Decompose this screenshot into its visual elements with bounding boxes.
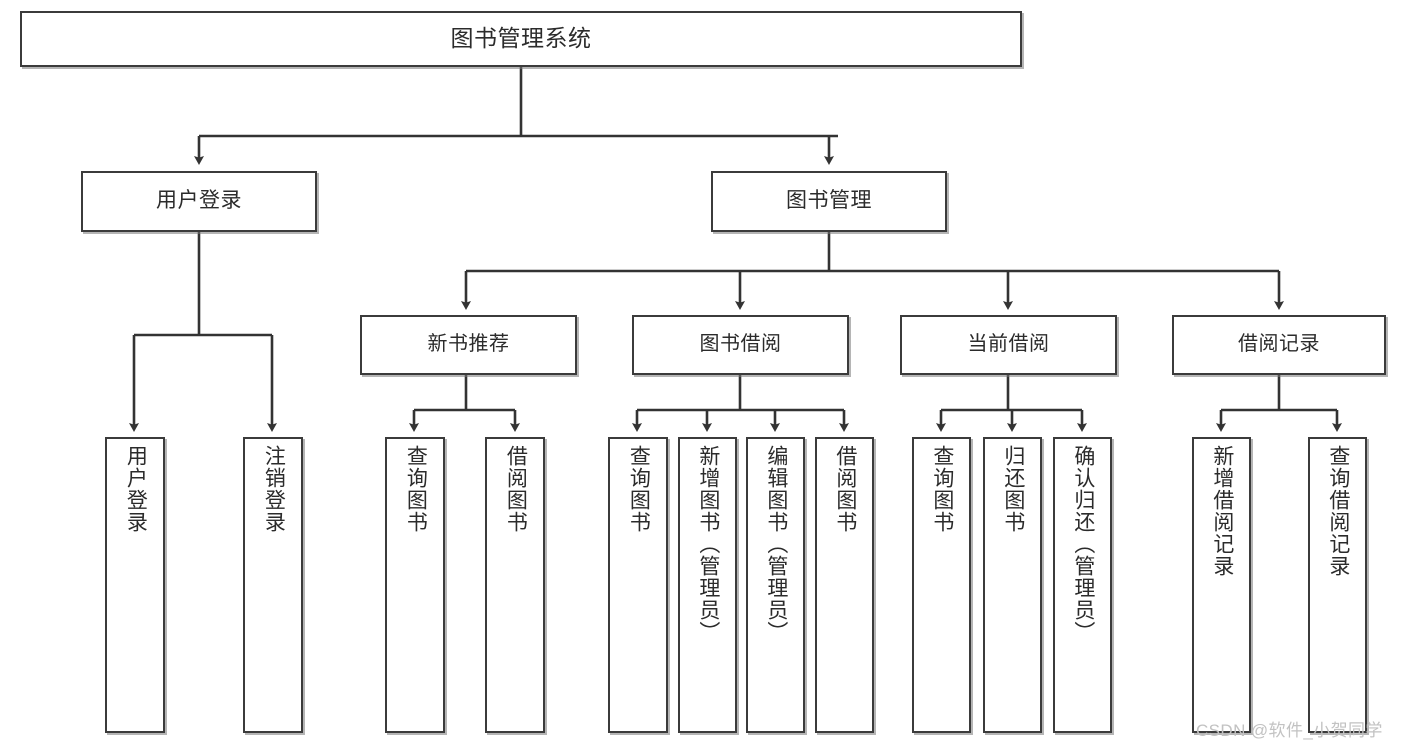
node-book-manage-label: 图书管理 [786,189,872,213]
leaf-confirm-return-label: 确认归还（管理员） [1071,445,1095,643]
leaf-borrow-book-2[interactable]: 借阅图书 [815,437,874,733]
leaf-edit-book-label: 编辑图书（管理员） [764,445,788,643]
leaf-edit-book[interactable]: 编辑图书（管理员） [746,437,805,733]
node-root-label: 图书管理系统 [450,25,592,52]
node-new-book-rec-label: 新书推荐 [427,333,510,356]
leaf-return-book[interactable]: 归还图书 [983,437,1042,733]
node-user-login[interactable]: 用户登录 [81,171,317,232]
node-borrow-record-label: 借阅记录 [1238,333,1320,356]
node-borrow-record[interactable]: 借阅记录 [1172,315,1386,375]
leaf-query-book-2[interactable]: 查询图书 [608,437,668,733]
leaf-borrow-book-1[interactable]: 借阅图书 [485,437,545,733]
node-user-login-label: 用户登录 [156,189,242,213]
node-root[interactable]: 图书管理系统 [20,11,1022,67]
leaf-query-book-2-label: 查询图书 [627,445,651,533]
leaf-user-logout[interactable]: 注销登录 [243,437,303,733]
leaf-query-book-3[interactable]: 查询图书 [912,437,971,733]
csdn-watermark: CSDN @软件_小贺同学 [1196,721,1383,740]
leaf-add-record[interactable]: 新增借阅记录 [1192,437,1251,733]
node-new-book-rec[interactable]: 新书推荐 [360,315,577,375]
leaf-borrow-book-2-label: 借阅图书 [833,445,857,533]
leaf-query-book-1-label: 查询图书 [404,445,428,533]
leaf-add-book[interactable]: 新增图书（管理员） [678,437,737,733]
node-book-borrow-label: 图书借阅 [699,333,782,356]
node-current-borrow[interactable]: 当前借阅 [900,315,1117,375]
node-book-manage[interactable]: 图书管理 [711,171,947,232]
node-current-borrow-label: 当前借阅 [967,333,1050,356]
node-book-borrow[interactable]: 图书借阅 [632,315,849,375]
leaf-user-logout-label: 注销登录 [262,445,286,533]
leaf-add-record-label: 新增借阅记录 [1210,445,1234,577]
leaf-confirm-return[interactable]: 确认归还（管理员） [1053,437,1112,733]
leaf-user-login[interactable]: 用户登录 [105,437,165,733]
leaf-query-book-3-label: 查询图书 [930,445,954,533]
leaf-query-book-1[interactable]: 查询图书 [385,437,445,733]
leaf-return-book-label: 归还图书 [1001,445,1025,533]
leaf-user-login-label: 用户登录 [124,445,148,533]
leaf-borrow-book-1-label: 借阅图书 [504,445,528,533]
leaf-query-record[interactable]: 查询借阅记录 [1308,437,1367,733]
leaf-query-record-label: 查询借阅记录 [1326,445,1350,577]
leaf-add-book-label: 新增图书（管理员） [696,445,720,643]
